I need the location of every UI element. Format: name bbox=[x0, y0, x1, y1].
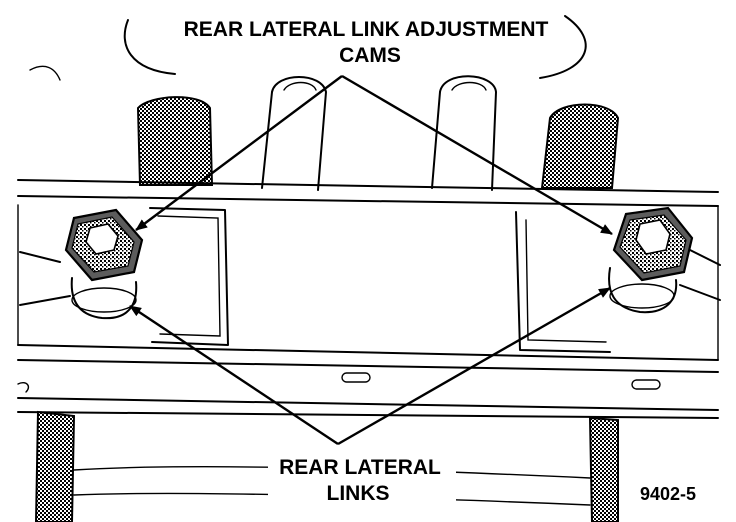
left-cam-window bbox=[149, 207, 229, 346]
left-adjustment-cam bbox=[64, 208, 144, 282]
cams-callout-arrows bbox=[135, 74, 613, 236]
right-frame-rail bbox=[588, 416, 619, 522]
right-spring-tower bbox=[540, 103, 620, 189]
right-lateral-link bbox=[608, 249, 721, 314]
cams-label-line2: CAMS bbox=[339, 44, 401, 67]
crossmember bbox=[17, 179, 719, 419]
left-lateral-link bbox=[19, 251, 138, 320]
links-label-line1: REAR LATERAL bbox=[279, 456, 441, 479]
center-tubes bbox=[261, 75, 497, 191]
links-callout-arrows bbox=[129, 286, 611, 446]
figure-number: 9402-5 bbox=[640, 484, 696, 504]
upper-body-outline bbox=[29, 15, 587, 81]
left-frame-rail bbox=[34, 410, 76, 522]
right-cam-window bbox=[515, 211, 611, 353]
right-adjustment-cam bbox=[612, 206, 694, 282]
left-spring-tower bbox=[136, 96, 214, 186]
links-label-line2: LINKS bbox=[327, 482, 390, 505]
cams-label-line1: REAR LATERAL LINK ADJUSTMENT bbox=[184, 18, 549, 41]
